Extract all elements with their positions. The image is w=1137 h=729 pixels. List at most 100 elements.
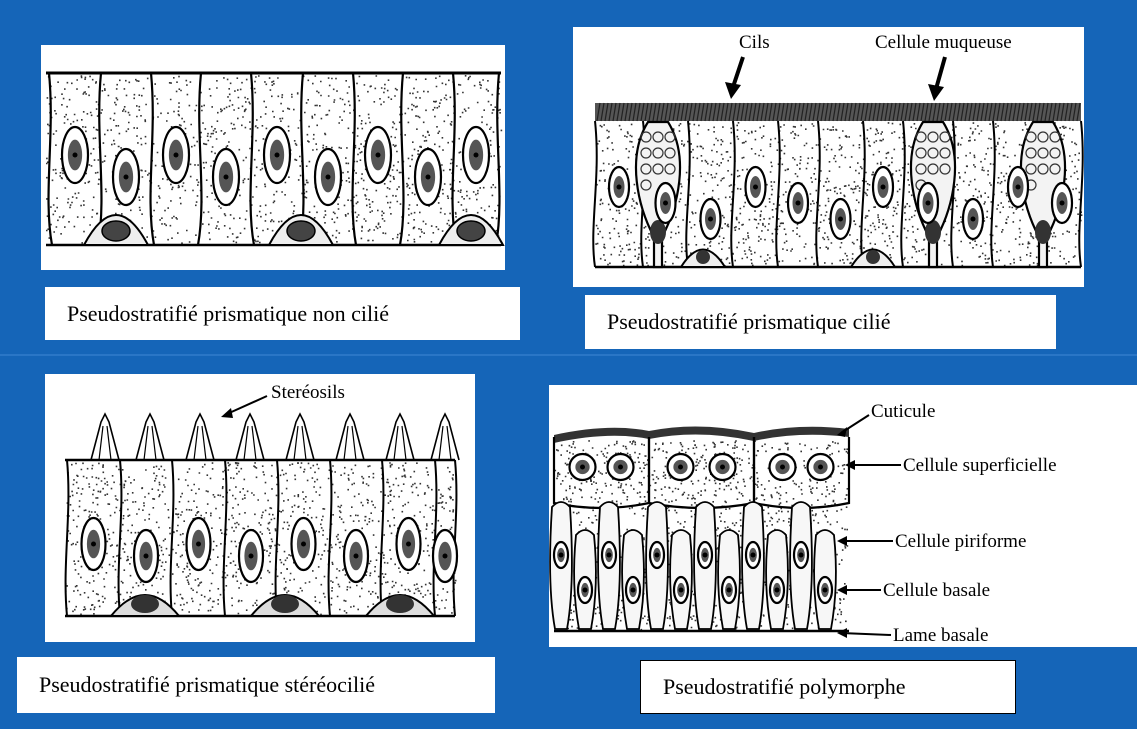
caption-stereocilie: Pseudostratifié prismatique stéréocilié — [17, 657, 495, 713]
cell-wall — [381, 460, 384, 616]
caption-stereocilie-text: Pseudostratifié prismatique stéréocilié — [39, 672, 375, 698]
cell-wall — [991, 121, 994, 267]
cell-wall — [151, 73, 154, 245]
nucleolus — [580, 465, 585, 470]
cell-wall — [49, 73, 52, 245]
nucleolus — [73, 153, 78, 158]
non-cilie-illustration — [41, 45, 505, 270]
basal-nucleus — [287, 221, 315, 241]
cell-wall — [171, 460, 174, 616]
caption-cilie-text: Pseudostratifié prismatique cilié — [607, 309, 891, 335]
nucleolus — [583, 588, 588, 593]
nucleolus — [751, 553, 756, 558]
nucleolus — [655, 553, 660, 558]
stereocilia-strand — [294, 426, 306, 460]
caption-non-cilie: Pseudostratifié prismatique non cilié — [45, 287, 520, 340]
cell-wall — [353, 73, 356, 245]
nucleolus — [443, 554, 448, 559]
basal-nucleus — [457, 221, 485, 241]
label-cellule-muqueuse: Cellule muqueuse — [875, 32, 1012, 53]
cell-wall — [731, 121, 734, 267]
cell-nuclei — [62, 127, 489, 205]
stereocilia-strand — [194, 426, 206, 460]
basal-nucleus — [386, 595, 414, 613]
nucleolus — [631, 588, 636, 593]
nucleolus — [124, 175, 129, 180]
stereocilia-strand — [144, 426, 156, 460]
cell-wall — [1079, 121, 1082, 267]
nucleolus — [1016, 185, 1021, 190]
basal-nucleus — [102, 221, 130, 241]
nucleolus — [144, 554, 149, 559]
nucleolus — [1060, 201, 1065, 206]
nucleolus — [926, 201, 931, 206]
stereocilia-strand — [244, 426, 256, 460]
basal-cells — [681, 250, 895, 268]
nucleolus — [354, 554, 359, 559]
caption-polymorphe: Pseudostratifié polymorphe — [640, 660, 1016, 714]
stereocilia-tufts — [91, 414, 459, 460]
cell-wall — [119, 460, 122, 616]
nucleolus — [376, 153, 381, 158]
basal-nucleus — [696, 250, 710, 264]
goblet-cells — [636, 122, 1065, 267]
cell-wall — [400, 73, 403, 245]
stereocilia-tuft — [91, 414, 119, 460]
panel-stereocilie-drawing: Steréosils — [45, 374, 475, 642]
nucleolus — [818, 465, 823, 470]
panel-polymorphe-drawing: Cuticule Cellule superficielle Cellule p… — [549, 385, 1137, 647]
nucleolus — [301, 542, 306, 547]
panel-non-cilie-drawing — [41, 45, 505, 270]
cell-wall — [276, 460, 279, 616]
nucleolus — [196, 542, 201, 547]
basal-nucleus — [131, 595, 159, 613]
cell-wall — [251, 73, 254, 245]
label-lame-basale: Lame basale — [893, 625, 988, 646]
nucleolus — [703, 553, 708, 558]
nucleolus — [406, 542, 411, 547]
cell-wall — [224, 460, 227, 616]
nucleolus — [780, 465, 785, 470]
nucleolus — [708, 217, 713, 222]
superficial-cell — [754, 437, 849, 508]
nucleolus — [663, 201, 668, 206]
caption-cilie: Pseudostratifié prismatique cilié — [585, 295, 1056, 349]
stereocilia-tuft — [336, 414, 364, 460]
nucleolus — [275, 153, 280, 158]
polymorphe-illustration: Cuticule Cellule superficielle Cellule p… — [549, 385, 1137, 647]
basal-nucleus — [866, 250, 880, 264]
cuticle-layer — [554, 426, 849, 443]
cell-wall — [329, 460, 332, 616]
stereocilia-tuft — [286, 414, 314, 460]
nucleolus — [823, 588, 828, 593]
nucleolus — [91, 542, 96, 547]
horizontal-divider — [0, 354, 1137, 356]
stereocilia-strand — [394, 426, 406, 460]
cell-wall — [98, 73, 101, 245]
caption-non-cilie-text: Pseudostratifié prismatique non cilié — [67, 301, 389, 327]
caption-polymorphe-text: Pseudostratifié polymorphe — [663, 674, 906, 700]
nucleolus — [775, 588, 780, 593]
nucleolus — [326, 175, 331, 180]
nucleolus — [753, 185, 758, 190]
arrow-muqueuse-icon — [928, 57, 945, 101]
arrow-stereosils-icon — [221, 396, 267, 418]
nucleolus — [249, 554, 254, 559]
goblet-nucleus — [1035, 220, 1051, 244]
nucleolus — [720, 465, 725, 470]
label-cellule-piriforme: Cellule piriforme — [895, 531, 1026, 552]
stereocilia-tuft — [431, 414, 459, 460]
stereocilia-strand — [344, 426, 356, 460]
cell-wall — [816, 121, 819, 267]
label-cils: Cils — [739, 32, 770, 53]
stereocilia-tuft — [136, 414, 164, 460]
nucleolus — [224, 175, 229, 180]
nucleolus — [881, 185, 886, 190]
nucleolus — [838, 217, 843, 222]
basal-nucleus — [271, 595, 299, 613]
nucleolus — [796, 201, 801, 206]
nucleolus — [474, 153, 479, 158]
stereocilie-illustration: Steréosils — [45, 374, 475, 642]
nucleolus — [174, 153, 179, 158]
